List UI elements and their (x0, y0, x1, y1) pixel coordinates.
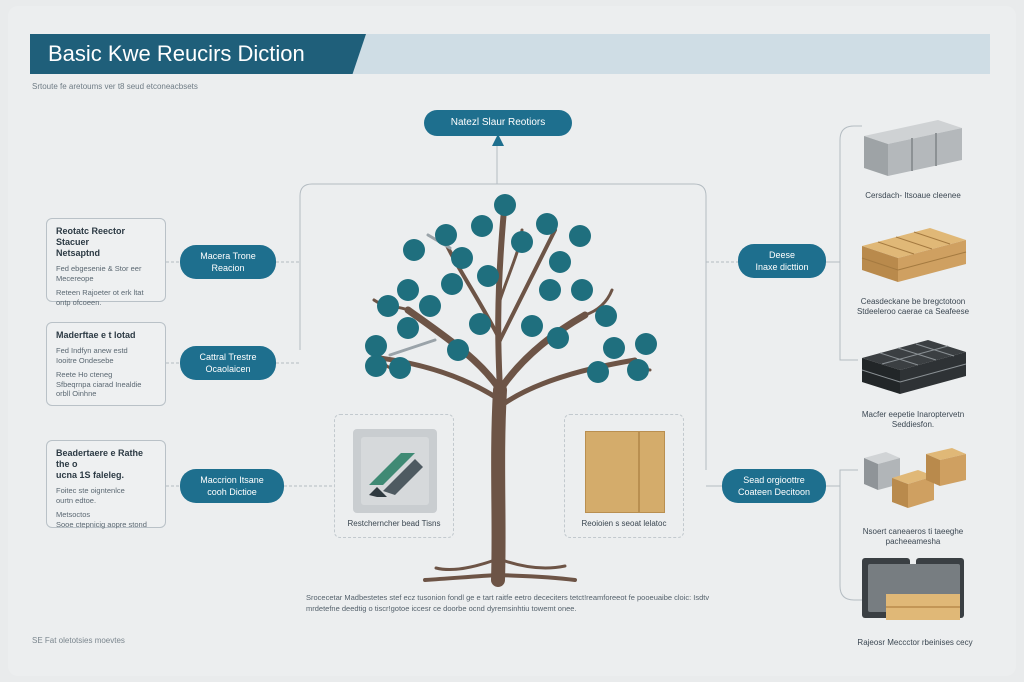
right-item-2-image (861, 228, 967, 282)
panel-right-image (585, 431, 665, 513)
panel-right-caption: Reoioien s seoat lelatoc (581, 519, 667, 528)
left-card-3: Beadertaere e Rathe the o ucna 1S falele… (46, 440, 166, 529)
right-item-1-image (864, 120, 962, 176)
left-card-1: Reotatc Reector Stacuer Netsaptnd Fed eb… (46, 218, 166, 307)
right-item-5-image (862, 558, 964, 620)
right-item-3-image (861, 340, 967, 394)
left-card-2: Maderftae e t lotad Fed Indfyn anew estd… (46, 322, 166, 406)
left-pill-1[interactable]: Macera Trone Reacion (180, 245, 276, 279)
center-node-label: Natezl Slaur Reotiors (450, 117, 546, 128)
right-item-1-caption: Cersdach- Itsoaue cleenee (865, 191, 961, 200)
right-item-5-caption: Rajeosr Meccctor rbeinises cecy (857, 638, 973, 647)
left-pill-3[interactable]: Maccrion Itsane cooh Dictioe (180, 469, 284, 503)
page-title: Basic Kwe Reucirs Diction (30, 34, 366, 74)
page-subtitle: Srtoute fe aretoums ver t8 seud etconeac… (32, 82, 198, 91)
panel-left-image (353, 429, 437, 513)
right-pill-2[interactable]: Sead orgioottre Coateen Decitoon (722, 469, 826, 503)
right-item-2-caption: Ceasdeckane be bregctotoon Stdeeleroo ca… (856, 297, 970, 316)
right-item-4-image (864, 448, 966, 508)
panel-right: Reoioien s seoat lelatoc (564, 414, 684, 538)
bottom-description: Srocecetar Madbestetes stef ecz tusonion… (306, 593, 710, 613)
right-item-3-caption: Macfer eepetie Inaroptervetn Seddiesfon. (861, 410, 965, 429)
right-pill-1[interactable]: Deese Inaxe dicttion (738, 244, 826, 278)
footer-note: SE Fat oletotsies moevtes (32, 636, 125, 645)
panel-left: Restcherncher bead Tisns (334, 414, 454, 538)
right-item-4-caption: Nsoert caneaeros ti taeeghe pacheeamesha (862, 527, 964, 546)
center-node[interactable]: Natezl Slaur Reotiors (424, 110, 572, 136)
panel-left-caption: Restcherncher bead Tisns (347, 519, 441, 528)
left-pill-2[interactable]: Cattral Trestre Ocaolaicen (180, 346, 276, 380)
tree-illustration (365, 194, 657, 587)
